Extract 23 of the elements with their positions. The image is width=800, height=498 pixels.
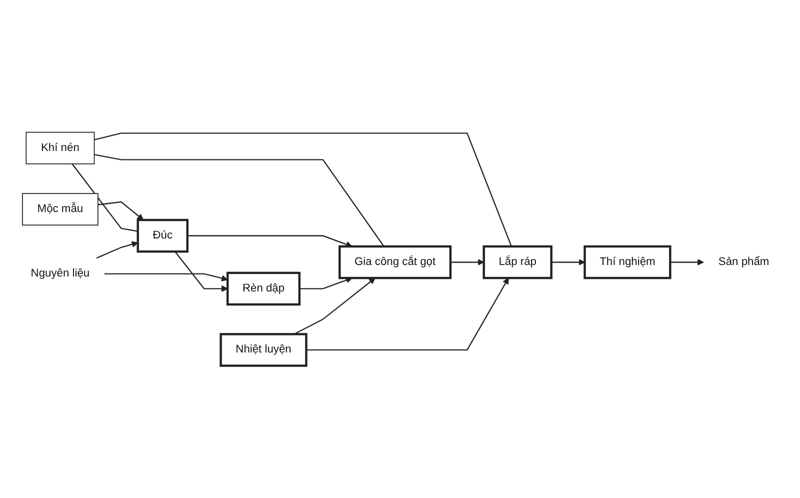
node-box: Rèn dập	[226, 272, 301, 306]
node-box: Đúc	[136, 218, 188, 253]
arrow	[450, 258, 484, 266]
arrow	[96, 241, 138, 259]
connector	[94, 154, 384, 247]
connector	[94, 132, 512, 247]
arrow	[670, 258, 704, 266]
node-box: Gia công cắt gọt	[338, 245, 452, 280]
arrow	[187, 235, 352, 248]
arrow	[174, 251, 228, 292]
arrow	[551, 258, 586, 266]
node-box: Thí nghiệm	[584, 245, 672, 280]
arrow	[294, 278, 376, 335]
node-text: Nguyên liệu	[30, 266, 90, 280]
node-box: Mộc mẫu	[22, 193, 98, 226]
arrow	[98, 201, 144, 220]
node-text: Sản phẩm	[718, 255, 770, 268]
node-box: Lắp ráp	[482, 245, 552, 280]
connector	[72, 163, 138, 232]
arrow	[306, 278, 509, 351]
node-box: Nhiệt luyện	[220, 333, 308, 367]
arrow	[104, 273, 228, 282]
node-box: Khí nén	[26, 132, 95, 164]
